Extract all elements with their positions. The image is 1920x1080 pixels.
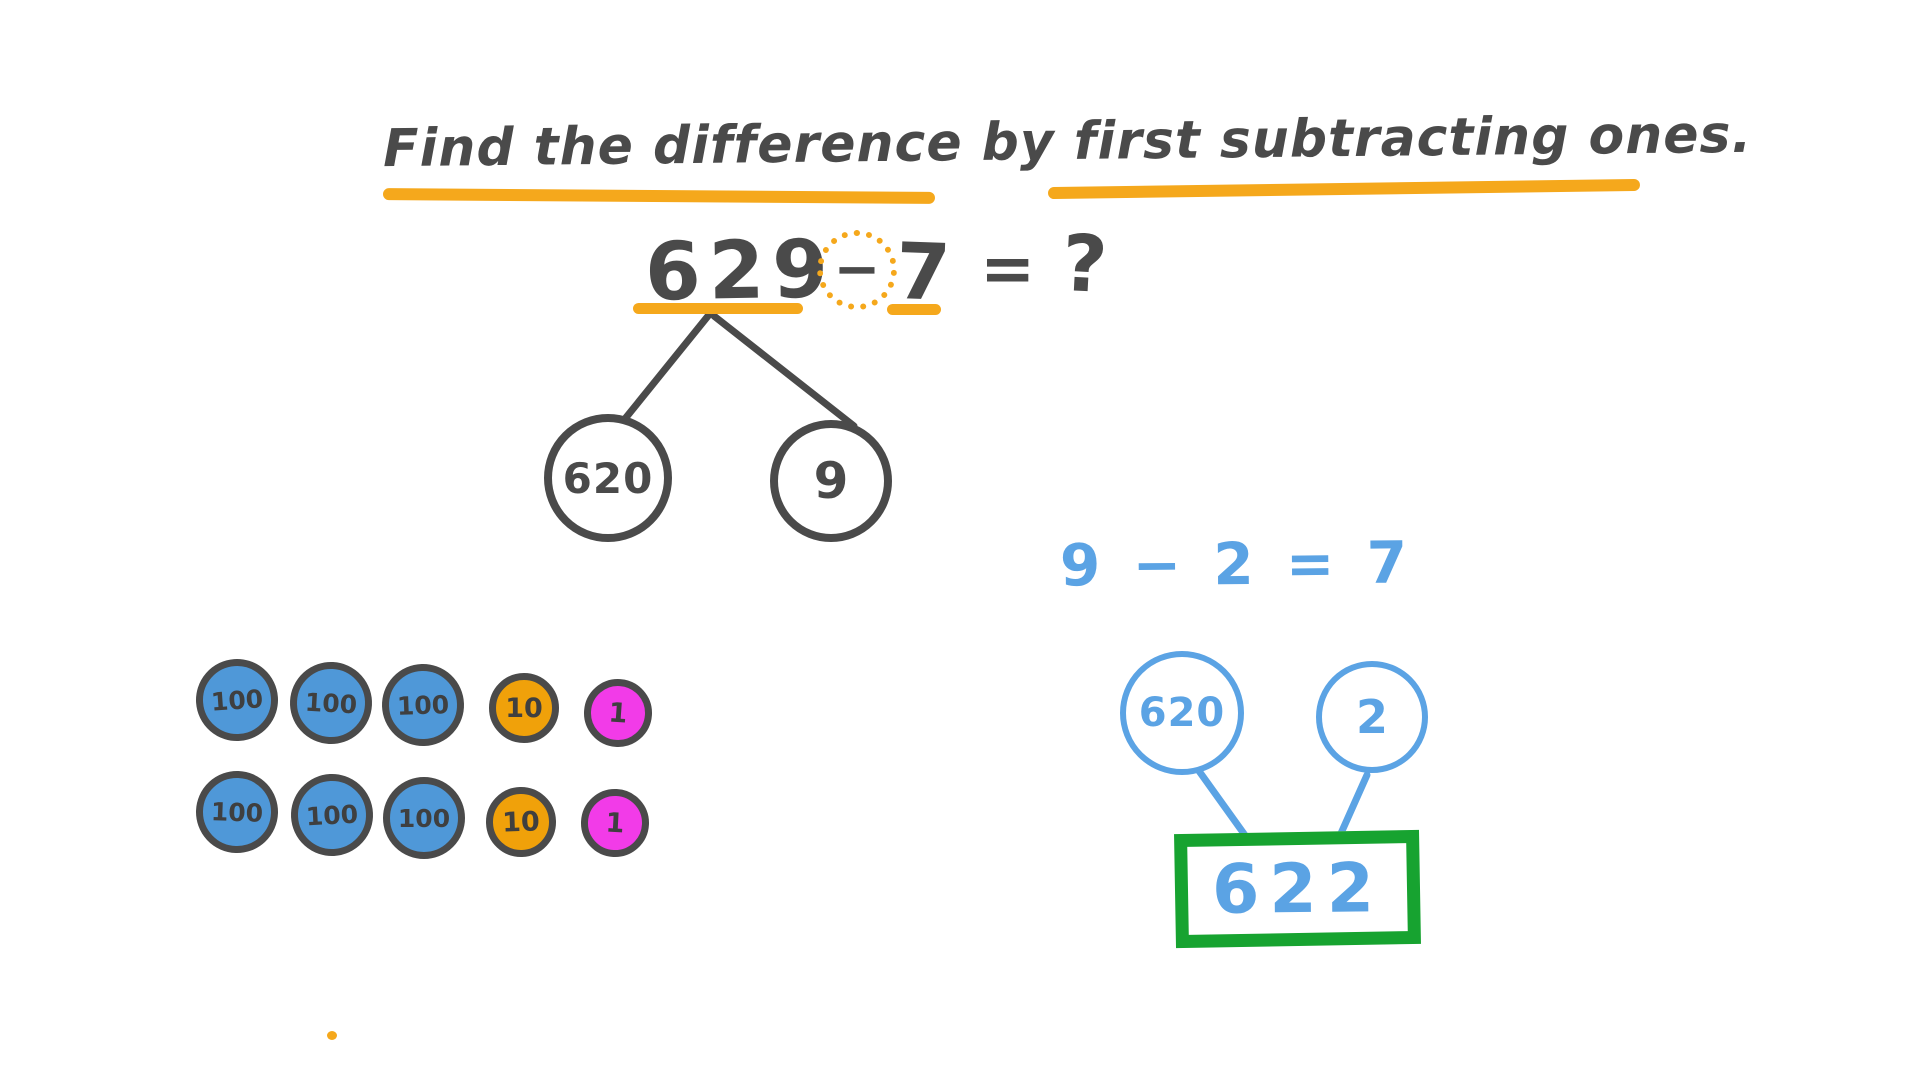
subtrahend-underline [887,304,941,315]
title-underline-left [382,188,936,204]
recompose-2-circle: 2 [1316,661,1428,773]
bond-part-9-value: 9 [813,452,849,510]
minus-highlight-circle-icon: − [817,230,897,310]
problem-unknown: ? [1059,218,1110,312]
bond-line-629-to-620 [620,312,712,424]
recompose-2-value: 2 [1355,690,1388,744]
place-value-disc-one: 1 [581,676,655,750]
disc-label: 100 [305,799,359,831]
bond-line-620-to-result [1195,767,1251,842]
bond-part-620-circle: 620 [544,414,672,542]
bond-part-620-value: 620 [562,453,654,503]
disc-label: 1 [604,807,626,839]
recompose-620-circle: 620 [1120,651,1244,775]
bond-part-9-circle: 9 [770,420,892,542]
place-value-disc-hundred: 100 [287,659,375,747]
disc-label: 100 [209,683,265,717]
ones-subtraction-equation: 9 − 2 = 7 [1059,528,1414,600]
place-value-disc-hundred: 100 [380,662,466,748]
disc-label: 100 [396,689,450,721]
disc-label: 100 [397,803,451,833]
disc-label: 100 [210,796,264,828]
title-underline-right [1047,178,1641,200]
disc-label: 10 [501,805,541,839]
disc-label: 10 [505,692,543,724]
bond-line-629-to-9 [710,312,858,430]
place-value-disc-hundred: 100 [194,769,280,855]
disc-label: 1 [607,696,629,730]
place-value-disc-hundred: 100 [288,771,376,859]
place-value-disc-one: 1 [579,787,651,859]
recompose-620-value: 620 [1138,690,1226,736]
minuend-underline [633,303,803,314]
answer-value: 622 [1211,848,1384,930]
place-value-disc-hundred: 100 [193,656,281,744]
problem-equals-sign: = [980,230,1036,307]
place-value-disc-ten: 10 [489,673,559,743]
problem-operator: − [833,237,881,302]
place-value-disc-hundred: 100 [383,777,465,859]
stray-orange-dot [327,1031,337,1040]
answer-box: 622 [1174,829,1421,949]
lesson-title: Find the difference by first subtracting… [382,104,1753,180]
place-value-disc-ten: 10 [484,785,558,859]
disc-label: 100 [304,687,358,719]
